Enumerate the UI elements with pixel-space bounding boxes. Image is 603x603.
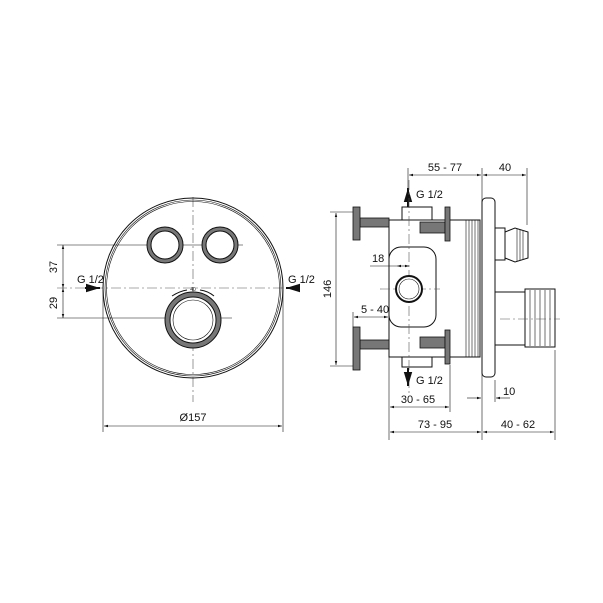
dim-37: 37 bbox=[48, 261, 60, 273]
pipe-stub-bottom bbox=[359, 339, 390, 350]
dim-30-65: 30 - 65 bbox=[401, 394, 435, 406]
dim-18: 18 bbox=[372, 253, 384, 265]
outlet-top-label: G 1/2 bbox=[416, 189, 443, 201]
dim-29: 29 bbox=[48, 297, 60, 309]
flange-top bbox=[352, 206, 361, 241]
button-stem bbox=[494, 227, 506, 261]
wall-plate bbox=[481, 197, 496, 378]
dim-40-62: 40 - 62 bbox=[501, 419, 535, 431]
front-view: 40 37 29 G 1/2 G 1/2 Ø157 bbox=[48, 197, 315, 432]
dim-5-40: 5 - 40 bbox=[361, 304, 389, 316]
outlet-bottom-label: G 1/2 bbox=[416, 375, 443, 387]
button-cap bbox=[504, 227, 529, 263]
button-right bbox=[201, 226, 239, 264]
dim-10: 10 bbox=[503, 386, 515, 398]
dim-40: 40 bbox=[499, 162, 511, 174]
dim-73-95: 73 - 95 bbox=[418, 419, 452, 431]
side-view: 55 - 77 40 G 1/2 146 bbox=[322, 162, 560, 440]
dim-146: 146 bbox=[322, 280, 334, 298]
button-left bbox=[146, 226, 184, 264]
inlet-left-label: G 1/2 bbox=[77, 274, 104, 286]
center-port bbox=[395, 275, 423, 303]
inlet-right-label: G 1/2 bbox=[288, 274, 315, 286]
thermostat-cartridge bbox=[494, 291, 526, 346]
pipe-stub-top bbox=[359, 217, 390, 228]
knob-mark: 40 bbox=[190, 287, 196, 293]
dim-55-77: 55 - 77 bbox=[428, 162, 462, 174]
dim-diameter: Ø157 bbox=[180, 412, 207, 424]
flange-bottom bbox=[352, 326, 361, 371]
temperature-knob: 40 bbox=[164, 287, 222, 349]
cover-plate bbox=[102, 197, 284, 379]
